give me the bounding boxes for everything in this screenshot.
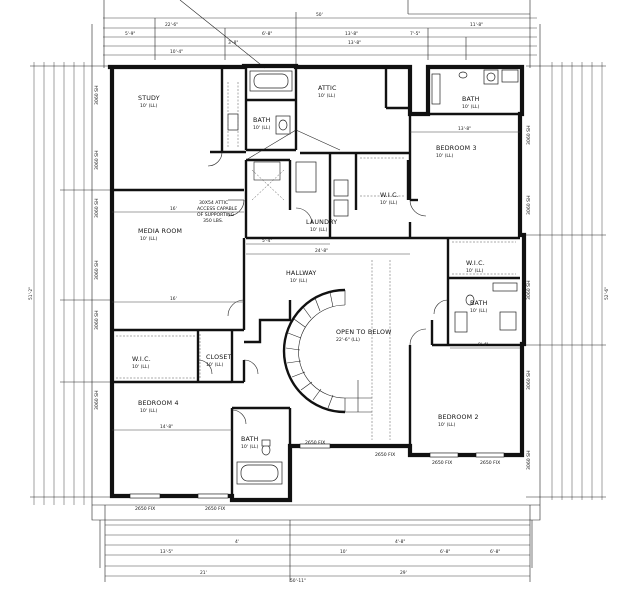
room-media-ceiling: 10' (LL) (140, 236, 157, 242)
window-label-2: 2650 FIX (205, 506, 225, 512)
dim-bottom-f: 4'-8" (395, 539, 405, 545)
room-study-name: STUDY (138, 95, 160, 102)
attic-access-line1: 30X54 ATTIC (199, 200, 228, 206)
window-label-4: 2650 FIX (375, 452, 395, 458)
svg-text:3060 SH: 3060 SH (94, 310, 100, 330)
room-bath-s-name: BATH (241, 436, 259, 443)
attic-access-line2: ACCESS CAPABLE (197, 206, 237, 212)
attic-roof-lines (245, 129, 341, 201)
dim-int-7: 5'-4" (262, 238, 272, 244)
room-hallway-name: HALLWAY (286, 270, 316, 277)
dim-bottom-a: 21' (200, 570, 207, 576)
room-closet-name: CLOSET (206, 354, 232, 361)
dim-top-c: 5'-9" (125, 31, 135, 37)
room-open-ceiling: 22'-6" (LL) (336, 337, 360, 343)
dim-top-a: 22'-6" (165, 22, 178, 28)
curved-stair (282, 260, 391, 440)
svg-text:3060 SH: 3060 SH (526, 280, 532, 300)
room-wic-n-name: W.I.C. (380, 192, 399, 199)
svg-text:3060 SH: 3060 SH (94, 390, 100, 410)
room-media-name: MEDIA ROOM (138, 228, 182, 235)
dim-int-2: 16' (170, 206, 177, 212)
window-label-1: 2650 FIX (135, 506, 155, 512)
dim-bottom-h: 6'-8" (490, 549, 500, 555)
svg-text:3060 SH: 3060 SH (526, 370, 532, 390)
dim-top-d: 6'-8" (262, 31, 272, 37)
bath-fixtures (227, 69, 519, 485)
room-attic-ceiling: 10' (LL) (318, 93, 335, 99)
room-wic-w-name: W.I.C. (132, 356, 151, 363)
room-laundry-name: LAUNDRY (306, 219, 337, 226)
dim-top-b: 11'-8" (470, 22, 483, 28)
dim-bottom-g: 6'-8" (440, 549, 450, 555)
dim-right-overall: 52'-6" (604, 287, 610, 300)
room-bedroom3-ceiling: 10' (LL) (436, 153, 453, 159)
svg-text:3060 SH: 3060 SH (526, 450, 532, 470)
svg-text:3060 SH: 3060 SH (94, 260, 100, 280)
room-labels: STUDY 10' (LL) BATH 10' (LL) ATTIC 10' (… (132, 85, 488, 450)
room-bedroom3-name: BEDROOM 3 (436, 145, 477, 152)
right-dimension-strings: 52'-6" 3060 SH 3060 SH 3060 SH 3060 SH 3… (526, 62, 610, 500)
svg-text:3060 SH: 3060 SH (526, 125, 532, 145)
dim-top-e: 13'-8" (345, 31, 358, 37)
svg-text:3060 SH: 3060 SH (94, 85, 100, 105)
top-dimension-strings: 50' 22'-6" 11'-8" 5'-9" 6'-8" 13'-8" 7'-… (103, 0, 537, 68)
room-open-name: OPEN TO BELOW (336, 329, 392, 336)
left-dimension-strings: 51'-2" 3060 SH 3060 SH 3060 SH 3060 SH 3… (28, 62, 110, 505)
dim-int-6: 8'-4" (478, 342, 488, 348)
window-label-5: 2650 FIX (432, 460, 452, 466)
room-bath-ne-ceiling: 10' (LL) (462, 104, 479, 110)
attic-access-line3: OF SUPPORTING (197, 212, 235, 218)
dim-top-g: 3'-8" (228, 40, 238, 46)
room-bath1-ceiling: 10' (LL) (253, 125, 270, 131)
room-closet-ceiling: 10' (LL) (206, 362, 223, 368)
svg-text:3060 SH: 3060 SH (526, 195, 532, 215)
dim-int-4: 14'-8" (160, 424, 173, 430)
room-bedroom4-ceiling: 10' (LL) (140, 408, 157, 414)
dim-top-f: 7'-5" (410, 31, 420, 37)
dim-bottom-e: 10' (340, 549, 347, 555)
room-bedroom2-ceiling: 10' (LL) (438, 422, 455, 428)
window-label-6: 2650 FIX (480, 460, 500, 466)
dim-bottom-c: 13'-5" (160, 549, 173, 555)
room-wic-n-ceiling: 10' (LL) (380, 200, 397, 206)
room-wic-e-ceiling: 10' (LL) (466, 268, 483, 274)
roof-outline (91, 0, 541, 568)
svg-text:3060 SH: 3060 SH (94, 198, 100, 218)
closet-shelving (116, 82, 516, 379)
dim-bottom-d: 4' (235, 539, 239, 545)
interior-dimensions: 13'-8" 16' 16' 14'-8" 24'-8" 8'-4" 5'-4" (112, 126, 520, 431)
doors (197, 151, 449, 425)
attic-access-line4: 350 LBS. (203, 218, 223, 224)
dim-top-i: 13'-8" (348, 40, 361, 46)
svg-text:3060 SH: 3060 SH (94, 150, 100, 170)
dim-top-overall: 50' (316, 12, 323, 18)
room-bath-e-name: BATH (470, 300, 488, 307)
room-wic-w-ceiling: 10' (LL) (132, 364, 149, 370)
dim-int-1: 13'-8" (458, 126, 471, 132)
dim-top-h: 10'-4" (170, 49, 183, 55)
room-wic-e-name: W.I.C. (466, 260, 485, 267)
room-bath-e-ceiling: 10' (LL) (470, 308, 487, 314)
room-bath-s-ceiling: 10' (LL) (241, 444, 258, 450)
room-bedroom2-name: BEDROOM 2 (438, 414, 479, 421)
room-attic-name: ATTIC (318, 85, 337, 92)
room-hallway-ceiling: 10' (LL) (290, 278, 307, 284)
dim-int-5: 24'-8" (315, 248, 328, 254)
bottom-dimension-strings: 50'-11" 21' 29' 13'-5" 4' 10' 4'-8" 6'-8… (104, 505, 531, 584)
attic-access-note: 30X54 ATTIC ACCESS CAPABLE OF SUPPORTING… (197, 161, 281, 224)
dim-bottom-b: 29' (400, 570, 407, 576)
room-bath1-name: BATH (253, 117, 271, 124)
dim-int-3: 16' (170, 296, 177, 302)
room-study-ceiling: 10' (LL) (140, 103, 157, 109)
window-label-3: 2650 FIX (305, 440, 325, 446)
room-bedroom4-name: BEDROOM 4 (138, 400, 179, 407)
interior-walls (110, 67, 522, 496)
dim-left-overall: 51'-2" (28, 287, 34, 300)
dim-bottom-overall: 50'-11" (290, 578, 306, 584)
room-bath-ne-name: BATH (462, 96, 480, 103)
room-laundry-ceiling: 10' (LL) (310, 227, 327, 233)
windows: 2650 FIX 2650 FIX 2650 FIX 2650 FIX 2650… (129, 440, 505, 512)
